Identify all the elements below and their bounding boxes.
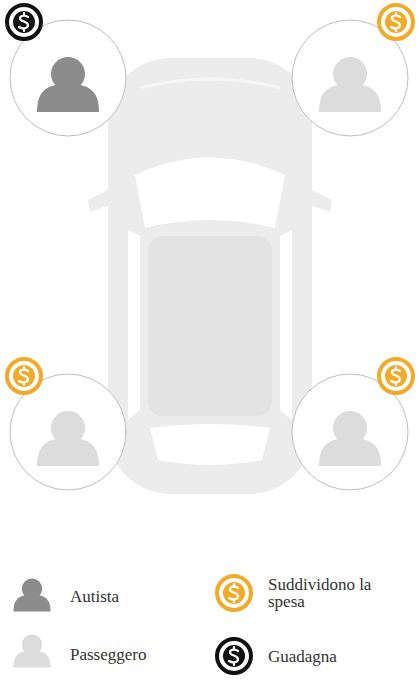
- driver-icon: [37, 57, 99, 112]
- legend-label: Suddividono la spesa: [268, 576, 408, 610]
- earns-icon: [7, 5, 41, 39]
- legend-earns-sample: [217, 639, 251, 673]
- legend-share-sample: [217, 576, 251, 610]
- share-cost-icons: [7, 5, 413, 393]
- legend-label: Passeggero: [70, 646, 210, 663]
- legend-label: Guadagna: [268, 648, 408, 665]
- legend-passenger-sample: [13, 635, 50, 668]
- legend-driver-sample: [13, 579, 50, 612]
- seat-circles: [10, 20, 408, 490]
- legend-label: Autista: [70, 588, 210, 605]
- passenger-icons: [37, 57, 381, 466]
